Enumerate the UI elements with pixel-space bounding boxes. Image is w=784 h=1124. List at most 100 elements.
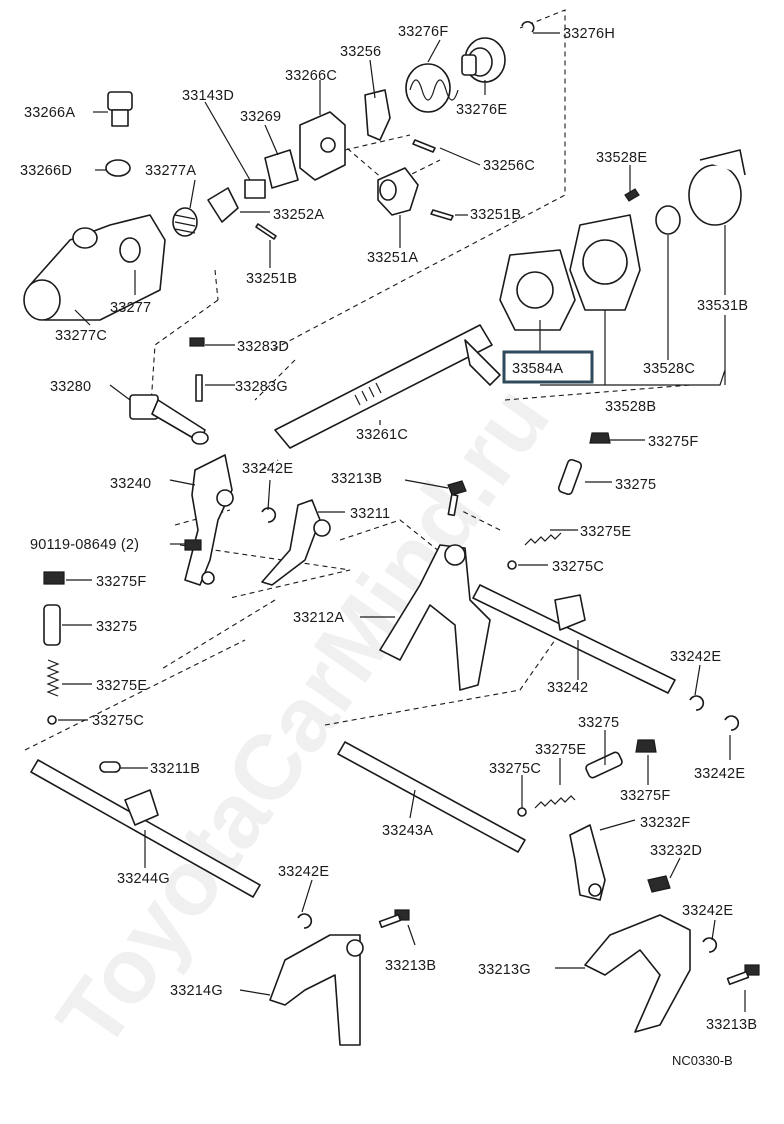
ball-icon (517, 807, 527, 817)
label-33214G[interactable]: 33214G (170, 983, 223, 999)
label-33252A[interactable]: 33252A (273, 207, 324, 223)
plug-icon (635, 739, 657, 753)
label-33211B[interactable]: 33211B (150, 761, 200, 777)
label-33211[interactable]: 33211 (350, 506, 390, 522)
ball-icon (507, 560, 517, 570)
label-33266A[interactable]: 33266A (24, 105, 75, 121)
oil-seal-icon (655, 205, 681, 235)
label-33251B-left[interactable]: 33251B (246, 271, 297, 287)
label-33232F[interactable]: 33232F (640, 815, 690, 831)
shift-shaft-icon (337, 741, 526, 853)
label-33213B-bottom2[interactable]: 33213B (706, 1017, 757, 1033)
plug-icon (107, 91, 133, 127)
leader-lines (58, 32, 746, 1012)
housing-icon (299, 111, 346, 181)
label-33242E-bottom2[interactable]: 33242E (682, 903, 733, 919)
label-33251B-top[interactable]: 33251B (470, 207, 521, 223)
snap-ring-icon (261, 507, 277, 523)
label-33277A[interactable]: 33277A (145, 163, 196, 179)
label-33528B[interactable]: 33528B (605, 399, 656, 415)
label-33243A[interactable]: 33243A (382, 823, 433, 839)
shift-fork-icon (584, 914, 691, 1033)
label-33275C-mid[interactable]: 33275C (489, 761, 541, 777)
label-33242E-top[interactable]: 33242E (242, 461, 293, 477)
label-33275E-mid[interactable]: 33275E (535, 742, 586, 758)
pin-icon (585, 751, 623, 779)
label-33277[interactable]: 33277 (110, 300, 151, 316)
label-33531B[interactable]: 33531B (697, 298, 748, 314)
bolt-icon (447, 480, 467, 496)
label-33261C[interactable]: 33261C (356, 427, 408, 443)
pin-icon (557, 458, 583, 496)
gasket-icon (499, 249, 576, 331)
label-33143D[interactable]: 33143D (182, 88, 234, 104)
label-33584A[interactable]: 33584A (512, 361, 563, 377)
label-33212A[interactable]: 33212A (293, 610, 344, 626)
snap-ring-icon (297, 913, 313, 929)
bracket-icon (207, 187, 239, 223)
bolt-icon (189, 337, 205, 347)
label-33244G[interactable]: 33244G (117, 871, 170, 887)
label-33251A[interactable]: 33251A (367, 250, 418, 266)
spring-icon (46, 659, 60, 697)
label-33266D[interactable]: 33266D (20, 163, 72, 179)
pin-icon (99, 761, 121, 773)
spring-icon (405, 63, 459, 113)
label-33213B-top[interactable]: 33213B (331, 471, 382, 487)
plug-icon (589, 432, 611, 444)
interlock-plate-icon (569, 824, 606, 901)
diagram-code: NC0330-B (672, 1053, 733, 1068)
label-33213B-bottom1[interactable]: 33213B (385, 958, 436, 974)
label-33269[interactable]: 33269 (240, 109, 281, 125)
label-33242E-right2[interactable]: 33242E (694, 766, 745, 782)
label-33232D[interactable]: 33232D (650, 843, 702, 859)
label-33242E-bottom[interactable]: 33242E (278, 864, 329, 880)
label-33275-top[interactable]: 33275 (615, 477, 656, 493)
shift-fork-icon (269, 934, 364, 1046)
lever-plate-icon (364, 89, 391, 141)
label-33528E[interactable]: 33528E (596, 150, 647, 166)
label-33275-mid[interactable]: 33275 (578, 715, 619, 731)
label-33256[interactable]: 33256 (340, 44, 381, 60)
label-33275C-left[interactable]: 33275C (92, 713, 144, 729)
label-33242[interactable]: 33242 (547, 680, 588, 696)
lever-icon (377, 167, 419, 216)
label-33275F-left[interactable]: 33275F (96, 574, 146, 590)
bolt-icon (624, 188, 640, 202)
label-33213G[interactable]: 33213G (478, 962, 531, 978)
label-33275E-left[interactable]: 33275E (96, 678, 147, 694)
label-33242E-right1[interactable]: 33242E (670, 649, 721, 665)
label-33240[interactable]: 33240 (110, 476, 151, 492)
selector-bracket-icon (184, 454, 234, 586)
label-33276F[interactable]: 33276F (398, 24, 448, 40)
label-33280[interactable]: 33280 (50, 379, 91, 395)
label-33276E[interactable]: 33276E (456, 102, 507, 118)
snap-ring-icon (702, 937, 718, 953)
spring-icon (524, 532, 562, 546)
label-33283D[interactable]: 33283D (237, 339, 289, 355)
plug-icon (43, 571, 65, 585)
label-33275F-top[interactable]: 33275F (648, 434, 698, 450)
ball-icon (47, 715, 57, 725)
snap-ring-icon (724, 715, 740, 731)
spring-icon (172, 207, 198, 237)
label-33276H[interactable]: 33276H (563, 26, 615, 42)
bolt-icon (378, 913, 402, 929)
label-33275-left[interactable]: 33275 (96, 619, 137, 635)
label-33277C[interactable]: 33277C (55, 328, 107, 344)
label-33256C[interactable]: 33256C (483, 158, 535, 174)
shift-shaft-icon (472, 584, 676, 694)
housing-icon (23, 214, 166, 321)
label-33275F-mid[interactable]: 33275F (620, 788, 670, 804)
label-33275E-top[interactable]: 33275E (580, 524, 631, 540)
label-33266C[interactable]: 33266C (285, 68, 337, 84)
label-33283G[interactable]: 33283G (235, 379, 288, 395)
pin-icon (430, 209, 454, 221)
washer-icon (105, 159, 131, 177)
selector-lever-icon (129, 394, 209, 445)
label-33275C-top[interactable]: 33275C (552, 559, 604, 575)
bolt-icon (647, 875, 671, 893)
label-33528C[interactable]: 33528C (643, 361, 695, 377)
label-90119-08649[interactable]: 90119-08649 (2) (30, 537, 139, 553)
